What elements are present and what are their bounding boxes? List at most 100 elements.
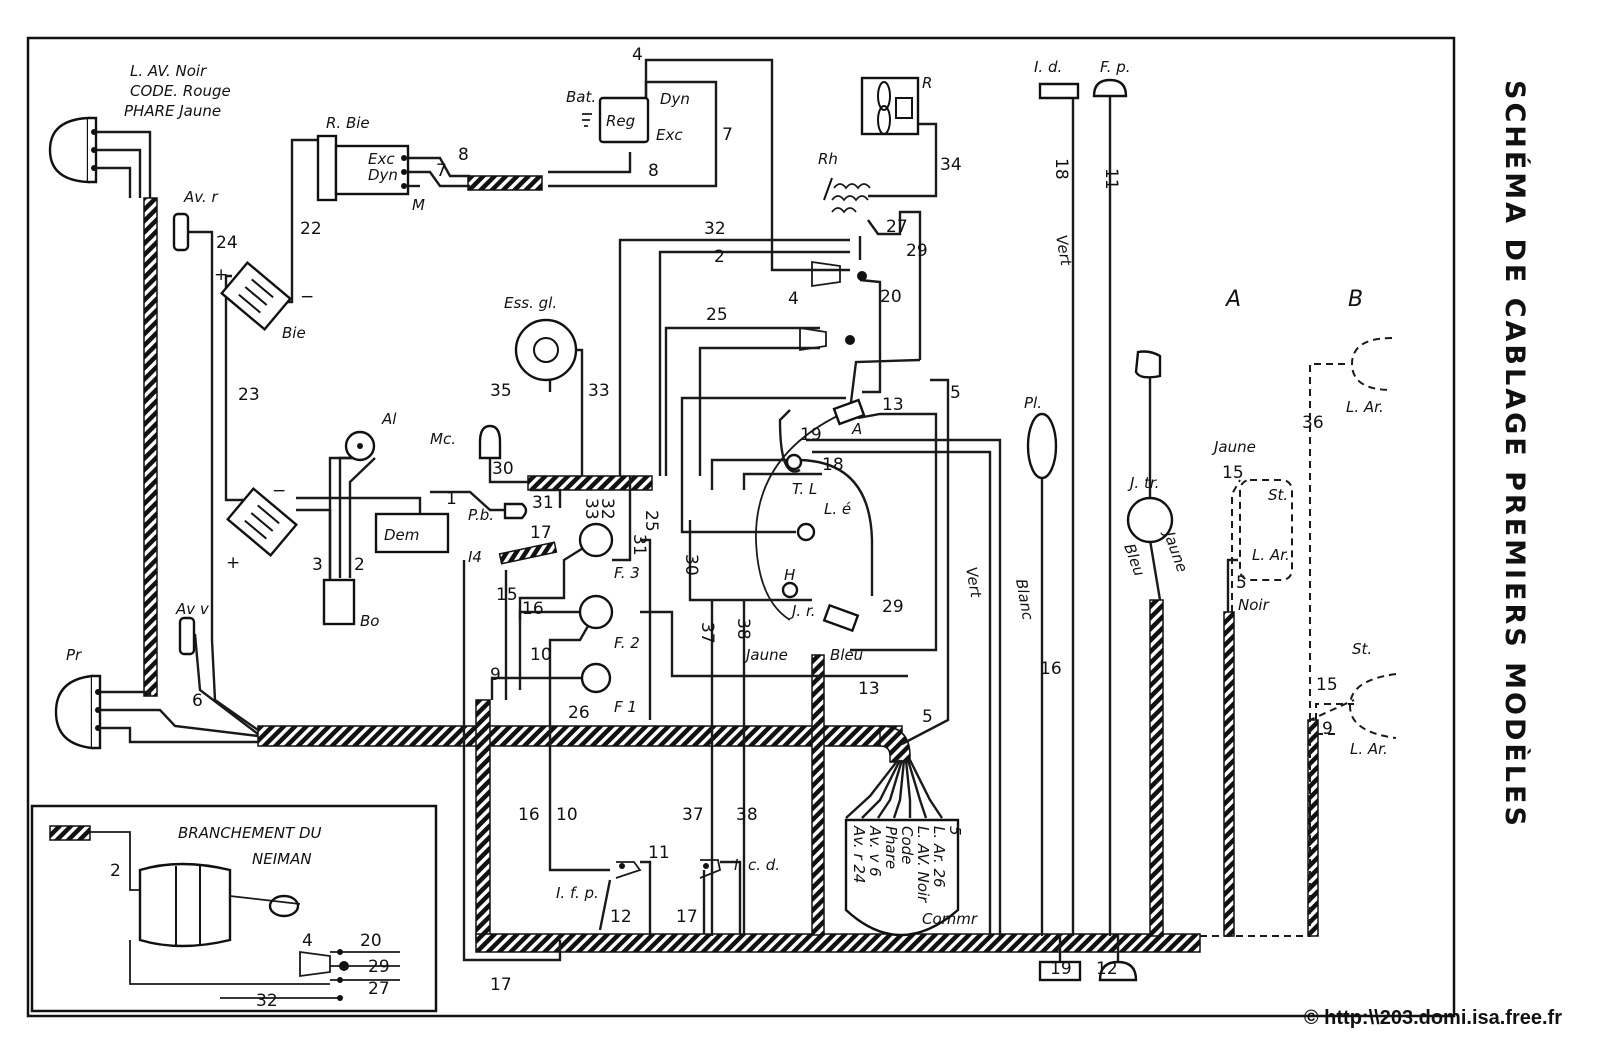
label-mc: Mc. [430,430,456,448]
coil-bo-icon [322,578,356,626]
harness-right-a [1223,611,1235,937]
label-vert: Vert [962,566,985,600]
label-variant-b: B [1348,287,1363,312]
label-bleu: Bleu [830,646,863,664]
wire-num-19b: 19 [1050,959,1072,979]
relay-upper-icon [811,260,867,288]
label-f2: F. 2 [614,634,640,652]
wire-num-27: 27 [886,217,908,237]
comm-label-2: L. Ar. 26 [930,826,948,888]
battery-top-minus: − [300,287,314,307]
wire-num-36: 36 [1302,413,1324,433]
label-bie: Bie [282,324,306,342]
label-icd: I. c. d. [734,856,780,874]
wire-num-26: 26 [568,703,590,723]
wire-num-32: 32 [704,219,726,239]
wires [90,58,1355,999]
wire-num-5b: 5 [922,707,933,727]
wire-num-15b: 15 [1316,675,1338,695]
label-r: R [922,74,932,92]
wire-num-8b: 8 [648,161,659,181]
wire-num-10: 10 [530,645,552,665]
neiman-relay-icon [299,949,349,1001]
h-lamp-icon [781,581,799,599]
label-ess-gl: Ess. gl. [504,294,557,312]
wire-num-32b: 32 [597,498,617,520]
wire-num-15a: 15 [1222,463,1244,483]
switch-jr-icon [822,603,860,633]
lamp-fp-icon [1092,78,1128,98]
label-reg: Reg [606,112,635,130]
wire-num-17c: 17 [490,975,512,995]
legend-line-2: CODE. Rouge [130,82,231,100]
label-pb: P.b. [468,506,494,524]
wire-num-38b: 38 [736,805,758,825]
wire-num-1: 1 [446,489,457,509]
wire-num-7b: 7 [436,161,447,181]
label-comm: Commr [922,910,978,928]
label-bat: Bat. [566,88,596,106]
legend-line-3: PHARE Jaune [124,102,221,120]
legend-line-1: L. AV. Noir [130,62,207,80]
tl-lamp-icon [785,453,803,471]
lamp-pl-icon [1026,412,1058,480]
headlamp-right-icon [54,674,102,750]
horn-av-v-icon [178,616,196,656]
inset-wire-32: 32 [256,991,278,1011]
label-pl: Pl. [1024,394,1042,412]
fuse-f1-icon [580,662,612,694]
comm-label-7: Av. r 24 [850,825,868,883]
lamp-mc-icon [478,424,502,460]
inset-wire-4: 4 [302,931,313,951]
wire-num-33: 33 [588,381,610,401]
label-al: Al [381,410,397,428]
wire-num-6: 6 [192,691,203,711]
dynamo-r-bie-icon [316,134,410,202]
wire-num-10b: 10 [556,805,578,825]
wire-num-5: 5 [950,383,961,403]
harness-center [527,475,653,491]
wire-num-8a: 8 [458,145,469,165]
label-variant-b-st: St. [1352,640,1372,658]
diagram-frame [26,36,1456,1018]
label-variant-a: A [1224,287,1241,312]
label-av-r: Av. r [183,188,218,206]
label-dyn2: Dyn [368,166,398,184]
wire-num-20: 20 [880,287,902,307]
label-dyn: Dyn [660,90,690,108]
wire-num-19: 19 [800,425,822,445]
label-jtr: J. tr. [1127,474,1159,492]
inset-wire-2: 2 [110,861,121,881]
wire-num-30: 30 [492,459,514,479]
label-rh: Rh [818,150,838,168]
label-jr: J. r. [789,602,816,620]
wire-num-9b: 9 [1322,719,1333,739]
commutator-dial-arc [755,409,851,621]
battery-bottom-minus: − [272,481,286,501]
wire-num-25b: 25 [641,510,661,532]
components [48,76,1397,1001]
wire-num-38: 38 [733,618,753,640]
battery-bottom-plus: + [226,553,240,573]
wire-num-5a: 5 [1236,573,1247,593]
wire-num-17b: 17 [676,907,698,927]
jtr-top-lamp-icon [1134,350,1162,379]
fan-r-icon [860,76,920,136]
wire-num-9: 9 [490,665,501,685]
headlamp-left-icon [48,116,98,184]
wire-num-16: 16 [522,599,544,619]
wire-num-25: 25 [706,305,728,325]
wire-num-17: 17 [530,523,552,543]
label-f3: F. 3 [614,564,640,582]
inset-wire-29: 29 [368,957,390,977]
label-i4: I4 [468,548,482,566]
harness-right-b [1307,719,1319,937]
starter-dem-icon [374,512,450,554]
comm-label-1: 5 [946,826,964,836]
label-jaune: Jaune [743,646,788,664]
battery-bottom-icon [226,486,298,558]
switch-icd-icon [699,859,722,879]
label-pr: Pr [66,646,82,664]
label-a: A [851,420,862,438]
distributor-al-icon [344,430,376,462]
